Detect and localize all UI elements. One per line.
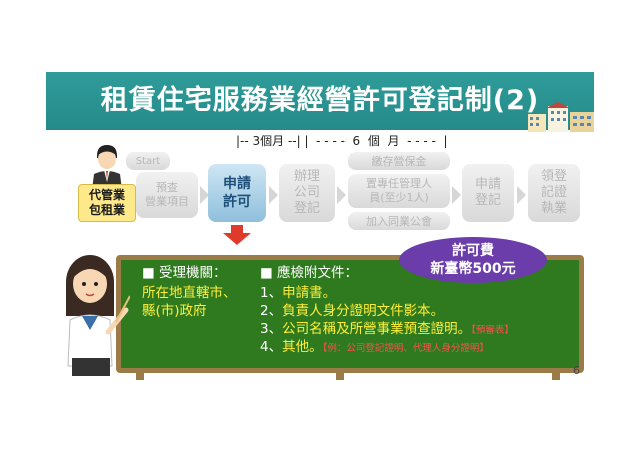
document-item: 4、其他。【例：公司登記證明、代理人身分證明】 (260, 339, 489, 355)
authority-line-2: 縣(市)政府 (142, 303, 207, 319)
step-company-registration: 辦理 公司 登記 (279, 164, 335, 222)
down-arrow-icon (223, 225, 251, 245)
proxy-business-label: 代管業 包租業 (78, 184, 136, 222)
start-box: Start (126, 152, 170, 170)
slide-title: 租賃住宅服務業經營許可登記制(2) (100, 85, 540, 116)
authority-heading: ■ 受理機關： (142, 265, 227, 281)
step-receive-certificate: 領登 記證 執業 (528, 164, 580, 222)
flow-arrow (337, 186, 346, 204)
flow-arrow (200, 186, 209, 204)
timeline-label: |-- 3個月 --| | - - - - 6 個 月 - - - - | (236, 134, 448, 148)
fee-badge: 許可費 新臺幣500元 (399, 237, 547, 283)
authority-line-1: 所在地直轄市、 (142, 285, 237, 301)
fee-badge-title: 許可費 (452, 243, 494, 259)
page-number: 6 (573, 364, 580, 377)
sub-step-appoint-manager: 置專任管理人 員(至少1人) (348, 174, 450, 208)
step-apply-registration: 申請 登記 (462, 164, 514, 222)
sub-step-guarantee-deposit: 繳存營保金 (348, 152, 450, 170)
flow-arrow (517, 186, 526, 204)
documents-heading: ■ 應檢附文件： (260, 265, 359, 281)
flow-arrow (452, 186, 461, 204)
buildings-illustration (528, 102, 594, 132)
fee-badge-amount: 新臺幣500元 (430, 261, 516, 277)
title-bar: 租賃住宅服務業經營許可登記制(2) (46, 72, 594, 132)
document-item: 3、公司名稱及所營事業預查證明。【預審表】 (260, 321, 514, 337)
start-label: Start (135, 155, 161, 167)
slide: 租賃住宅服務業經營許可登記制(2) |-- 3個月 --| | - - - - … (46, 72, 594, 380)
step-prequery: 預查 營業項目 (136, 172, 198, 218)
sub-step-join-association: 加入同業公會 (348, 212, 450, 230)
flow-arrow (269, 186, 278, 204)
step-apply-permit: 申請 許可 (208, 164, 266, 222)
document-item: 2、負責人身分證明文件影本。 (260, 303, 445, 319)
teacher-figure (66, 255, 130, 376)
document-item: 1、申請書。 (260, 285, 337, 301)
